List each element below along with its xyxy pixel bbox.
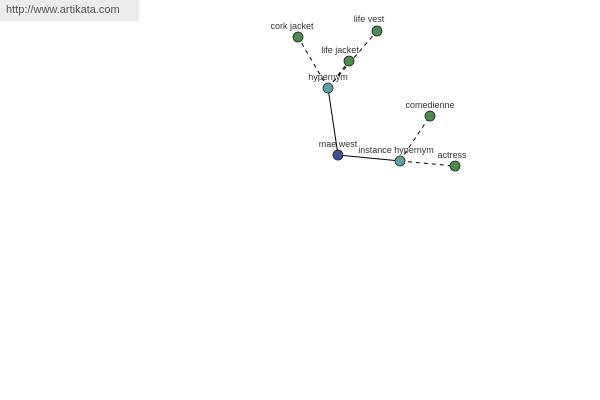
graph-edges xyxy=(297,30,456,167)
edge-hypernym-life-jacket xyxy=(327,60,350,89)
node-hypernym[interactable] xyxy=(322,82,334,94)
edge-instance-hypernym-actress xyxy=(399,160,456,167)
node-comedienne[interactable] xyxy=(424,110,436,122)
node-mae-west[interactable] xyxy=(332,149,344,161)
edge-mae-west-hypernym xyxy=(327,87,339,156)
label-mae-west: mae west xyxy=(319,139,358,149)
node-actress[interactable] xyxy=(449,160,461,172)
node-life-vest[interactable] xyxy=(371,25,383,37)
graph-nodes[interactable] xyxy=(292,25,461,172)
label-life-jacket: life jacket xyxy=(321,45,359,55)
label-actress: actress xyxy=(437,150,467,160)
label-life-vest: life vest xyxy=(354,14,385,24)
node-cork-jacket[interactable] xyxy=(292,31,304,43)
edge-hypernym-cork-jacket xyxy=(297,36,329,89)
label-comedienne: comedienne xyxy=(405,100,454,110)
graph-labels: mae west hypernym instance hypernym cork… xyxy=(270,14,467,160)
edge-mae-west-instance-hypernym xyxy=(337,154,401,162)
node-life-jacket[interactable] xyxy=(343,55,355,67)
label-instance-hypernym: instance hypernym xyxy=(358,145,434,155)
label-hypernym: hypernym xyxy=(308,72,348,82)
url-banner[interactable]: http://www.artikata.com xyxy=(0,0,139,21)
node-instance-hypernym[interactable] xyxy=(394,155,406,167)
edge-instance-hypernym-comedienne xyxy=(399,115,431,162)
label-cork-jacket: cork jacket xyxy=(270,21,314,31)
